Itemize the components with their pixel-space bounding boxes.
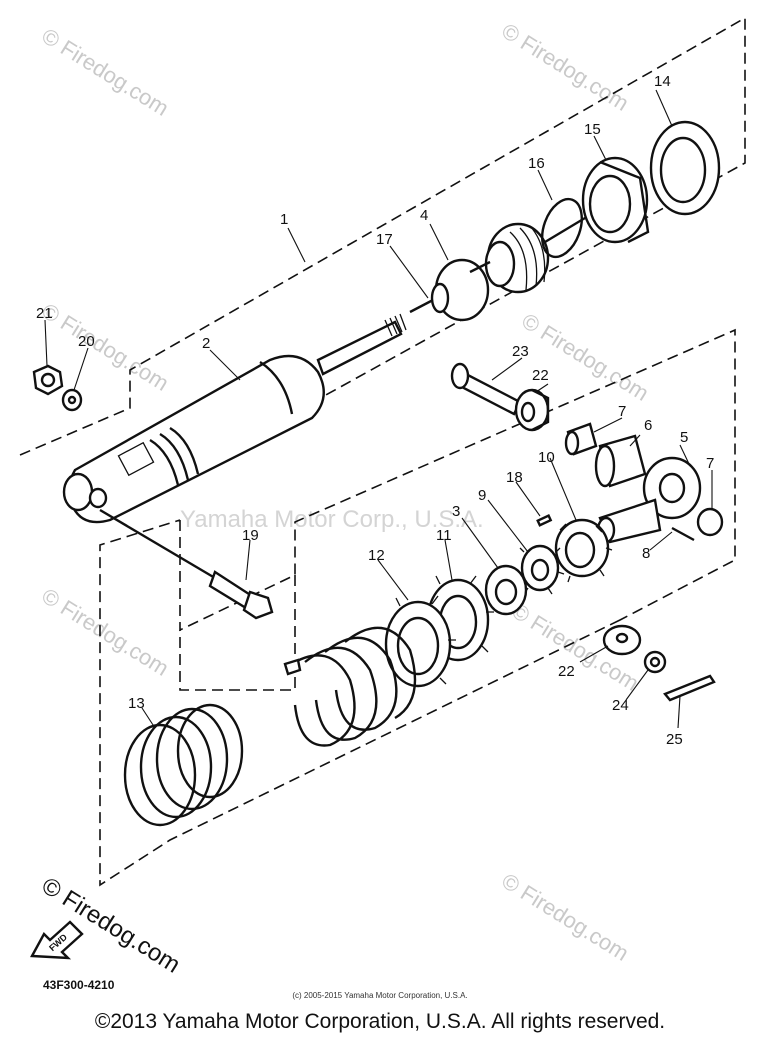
pivot-bolt (450, 362, 522, 416)
circlip (541, 197, 583, 259)
small-copyright: (c) 2005-2015 Yamaha Motor Corporation, … (292, 991, 468, 1000)
spring-seat-ring (484, 564, 528, 616)
bump-stopper (409, 258, 490, 322)
mounting-bolt (99, 508, 274, 620)
collar-right (696, 507, 724, 537)
pin (671, 526, 695, 542)
washer-upper (514, 388, 550, 432)
part-label: 4 (420, 207, 428, 224)
watermark-center-text: Yamaha Motor Corp., U.S.A. (180, 506, 484, 533)
diagram-code: 43F300-4210 (43, 978, 115, 992)
watermark-text: © Firedog.com (37, 583, 173, 681)
part-label: 10 (538, 449, 555, 466)
part-label: 16 (528, 155, 545, 172)
fwd-arrow-icon: FWD (30, 920, 84, 960)
part-label: 5 (680, 429, 688, 446)
part-labels: 1 2 3 4 5 6 7 7 8 9 10 11 12 13 14 15 16… (36, 73, 714, 748)
watermark-text: © Firedog.com (497, 868, 633, 966)
rod-end (596, 456, 702, 544)
part-label: 12 (368, 547, 385, 564)
spring-main (283, 626, 417, 747)
part-label: 1 (280, 211, 288, 228)
washer-lower (602, 624, 642, 656)
assembly-boundaries (19, 16, 746, 887)
copyright-notice: ©2013 Yamaha Motor Corporation, U.S.A. A… (94, 1010, 666, 1033)
part-label: 2 (202, 335, 210, 352)
oil-seal-cap (581, 156, 650, 244)
part-label: 7 (618, 403, 626, 420)
watermark-text: © Firedog.com (37, 872, 185, 978)
part-label: 3 (452, 503, 460, 520)
upper-assembly-boundary (19, 16, 746, 521)
inner-boundary (179, 575, 296, 691)
part-label: 21 (36, 305, 53, 322)
part-label: 7 (706, 455, 714, 472)
part-label: 19 (242, 527, 259, 544)
watermark-text: © Firedog.com (37, 23, 173, 121)
shock-absorber-body (62, 313, 407, 524)
part-label: 6 (644, 417, 652, 434)
part-label: 14 (654, 73, 671, 90)
part-label: 9 (478, 487, 486, 504)
part-label: 13 (128, 695, 145, 712)
plain-washer (643, 650, 667, 674)
spring-alt (123, 703, 244, 827)
part-label: 23 (512, 343, 529, 360)
part-label: 18 (506, 469, 523, 486)
part-label: 8 (642, 545, 650, 562)
collar-upper (564, 422, 598, 456)
leader-lines (44, 89, 713, 729)
part-label: 25 (666, 731, 683, 748)
part-label: 22 (532, 367, 549, 384)
adjuster-nut (519, 544, 565, 595)
watermark-text: © Firedog.com (497, 18, 633, 116)
part-label: 24 (612, 697, 629, 714)
part-label: 22 (558, 663, 575, 680)
part-label: 20 (78, 333, 95, 350)
part-label: 11 (436, 527, 452, 544)
part-label: 17 (376, 231, 393, 248)
key (536, 514, 553, 527)
spring-guide (469, 222, 550, 294)
cotter-pin (663, 674, 716, 702)
dust-cover (649, 120, 721, 216)
part-label: 15 (584, 121, 601, 138)
nut-washer (32, 364, 83, 412)
locknut (554, 518, 613, 583)
bushing (594, 434, 647, 488)
spring-retainer (384, 595, 456, 688)
